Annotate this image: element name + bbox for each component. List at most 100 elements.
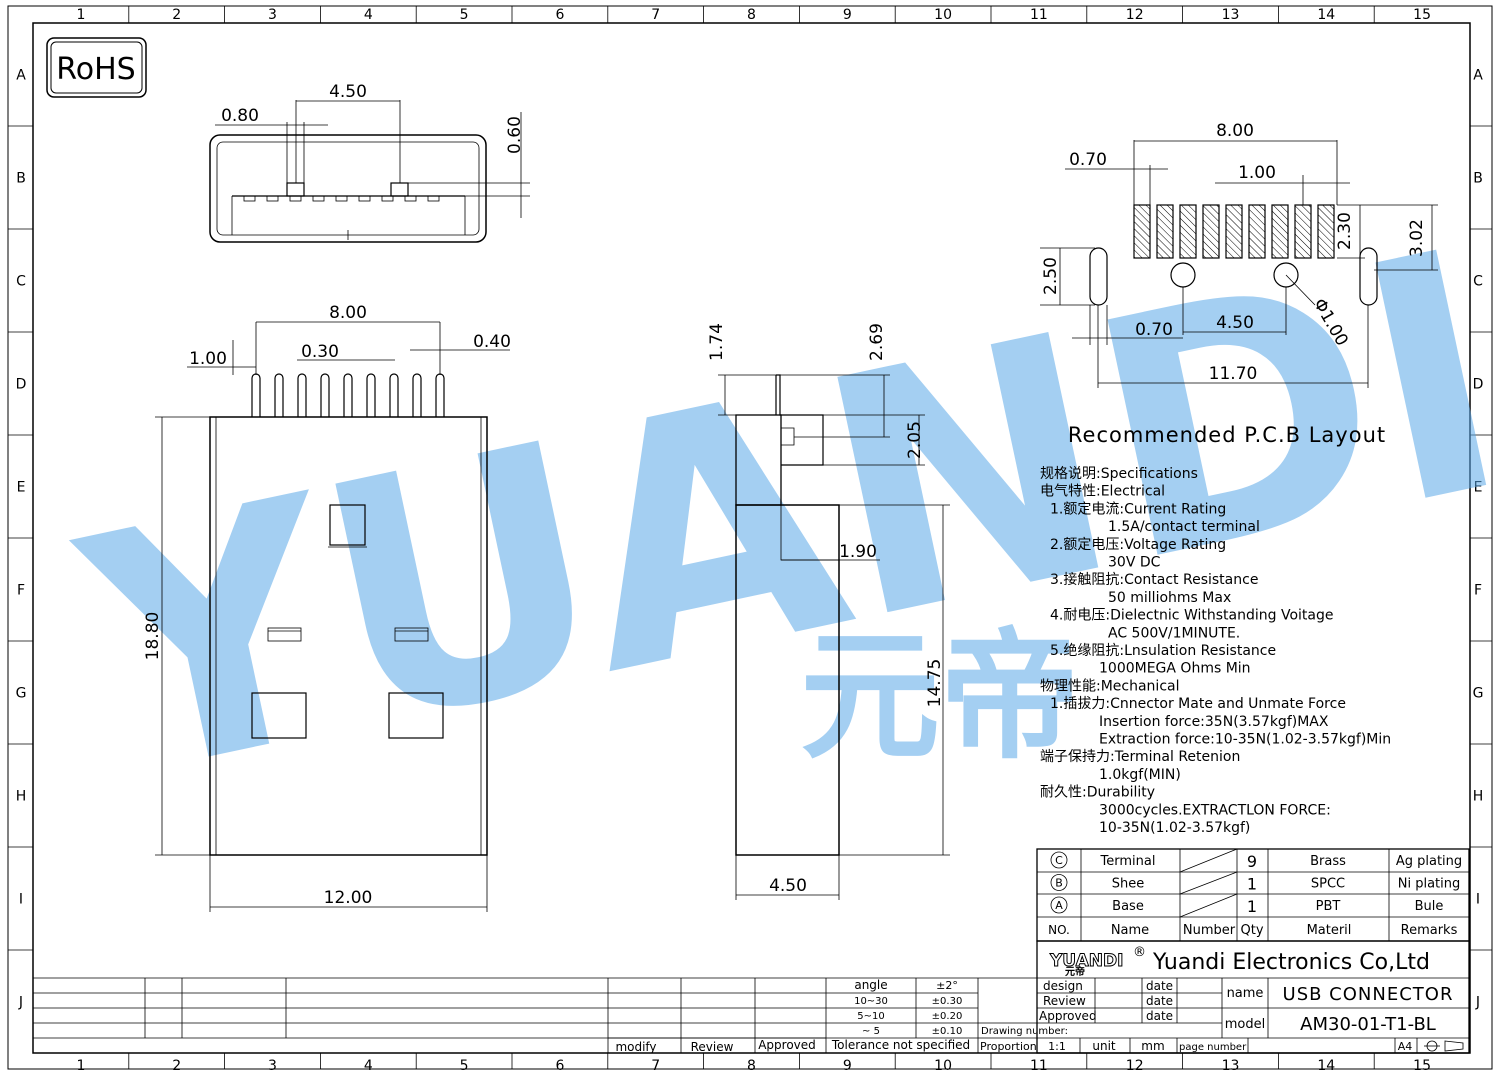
bom-mark-circle bbox=[1050, 851, 1068, 869]
specifications: 规格说明:Specifications电气特性:Electrical1.额定电流… bbox=[1040, 466, 1391, 836]
grid-col-label: 1 bbox=[76, 1058, 85, 1074]
contact-slot bbox=[358, 195, 371, 202]
grid-row-label: D bbox=[16, 377, 27, 393]
tolerance-range-3: ~ 5 bbox=[862, 1026, 880, 1037]
grid-row-label: C bbox=[16, 274, 26, 290]
bom-name: Base bbox=[1112, 899, 1144, 914]
grid-row-label: A bbox=[16, 68, 26, 84]
spec-line: 3.接触阻抗:Contact Resistance bbox=[1050, 571, 1258, 588]
rohs-label: RoHS bbox=[56, 52, 135, 87]
grid-col-label: 3 bbox=[268, 7, 277, 23]
pcb-pad bbox=[1271, 204, 1289, 259]
name-value: USB CONNECTOR bbox=[1283, 984, 1454, 1005]
dim-front-0-40: 0.40 bbox=[473, 332, 511, 352]
company-logo: YUANDI bbox=[1049, 951, 1123, 971]
bom-mark: B bbox=[1055, 877, 1063, 890]
modify-label: modify bbox=[615, 1040, 656, 1054]
grid-row-label: C bbox=[1473, 274, 1483, 290]
revision-approved-label: Approved bbox=[758, 1038, 816, 1052]
pcb-pad bbox=[1294, 204, 1312, 259]
dim-pcb-2-50: 2.50 bbox=[1041, 257, 1061, 295]
dim-top-4-50: 4.50 bbox=[329, 82, 367, 102]
spec-line: 1000MEGA Ohms Min bbox=[1099, 661, 1251, 677]
dim-front-18-80: 18.80 bbox=[143, 612, 163, 661]
dim-front-0-30: 0.30 bbox=[301, 342, 339, 362]
bom-material: PBT bbox=[1316, 899, 1341, 914]
dim-side-1-90: 1.90 bbox=[839, 542, 877, 562]
grid-row-label: H bbox=[16, 789, 27, 805]
watermark-text: YUANDI bbox=[53, 179, 1500, 852]
terminal-pin bbox=[251, 373, 261, 417]
spec-line: 1.额定电流:Current Rating bbox=[1050, 501, 1226, 517]
front-view: 8.00 1.00 0.30 0.40 18.80 12.00 bbox=[143, 303, 511, 912]
contact-slot bbox=[289, 195, 302, 202]
side-view-body bbox=[735, 504, 840, 856]
bom-qty: 1 bbox=[1247, 897, 1257, 916]
spec-line: 10-35N(1.02-3.57kgf) bbox=[1099, 820, 1250, 836]
tolerance-value-2: ±0.20 bbox=[932, 1011, 963, 1022]
spec-line: Extraction force:10-35N(1.02-3.57kgf)Min bbox=[1099, 732, 1391, 748]
grid-col-label: 6 bbox=[555, 1058, 564, 1074]
top-view: 4.50 0.80 0.60 bbox=[209, 82, 530, 243]
top-view-outline bbox=[209, 134, 487, 243]
dim-pcb-1-00: 1.00 bbox=[1238, 163, 1276, 183]
spec-line: Insertion force:35N(3.57kgf)MAX bbox=[1099, 714, 1329, 730]
proportion-label: Proportion bbox=[980, 1040, 1037, 1053]
grid-row-label: H bbox=[1473, 789, 1484, 805]
bom-header-remarks: Remarks bbox=[1401, 923, 1458, 938]
design-label: design bbox=[1043, 979, 1083, 993]
proportion-value: 1:1 bbox=[1048, 1040, 1066, 1053]
dim-pcb-0-70-top: 0.70 bbox=[1069, 150, 1107, 170]
terminal-pin bbox=[297, 373, 307, 417]
grid-row-label: D bbox=[1473, 377, 1484, 393]
spec-line: AC 500V/1MINUTE. bbox=[1108, 625, 1240, 641]
tolerance-note: Tolerance not specified bbox=[831, 1038, 970, 1052]
bom-material: SPCC bbox=[1311, 877, 1345, 892]
spec-line: 1.插拔力:Cnnector Mate and Unmate Force bbox=[1050, 696, 1346, 712]
spec-line: 端子保持力:Terminal Retenion bbox=[1040, 749, 1240, 765]
outer-frame bbox=[7, 5, 1493, 1070]
front-view-body bbox=[209, 416, 488, 856]
terminal-pin bbox=[274, 373, 284, 417]
grid-col-label: 1 bbox=[76, 7, 85, 23]
tolerance-value-1: ±0.30 bbox=[932, 996, 963, 1007]
dim-top-0-80: 0.80 bbox=[221, 106, 259, 126]
revision-block: modify Review Approved angle ±2° 10~30 ±… bbox=[33, 977, 1037, 1054]
company-name: Yuandi Electronics Co,Ltd bbox=[1152, 950, 1430, 975]
grid-col-label: 15 bbox=[1413, 7, 1431, 23]
dim-side-2-05: 2.05 bbox=[905, 421, 925, 459]
watermark-cn: 元帝 bbox=[800, 616, 1080, 779]
terminal-pin bbox=[389, 373, 399, 417]
grid-col-label: 15 bbox=[1413, 1058, 1431, 1074]
grid-col-label: 5 bbox=[460, 7, 469, 23]
bom-name: Terminal bbox=[1100, 854, 1156, 869]
dim-pcb-11-70: 11.70 bbox=[1209, 364, 1258, 384]
grid-row-label: G bbox=[16, 686, 27, 702]
pcb-pad bbox=[1179, 204, 1197, 259]
spec-line: 耐久性:Durability bbox=[1040, 785, 1155, 801]
pcb-pad bbox=[1248, 204, 1266, 259]
grid-col-label: 2 bbox=[172, 7, 181, 23]
contact-slot bbox=[312, 195, 325, 202]
dim-side-2-69: 2.69 bbox=[867, 323, 887, 361]
contact-slot bbox=[266, 195, 279, 202]
bom-mark-circle bbox=[1050, 874, 1068, 891]
bom-remarks: Ag plating bbox=[1396, 854, 1462, 869]
contact-slot bbox=[427, 195, 440, 202]
grid-row-label: B bbox=[1473, 171, 1483, 187]
bom-header-name: Name bbox=[1111, 923, 1149, 938]
bom-mark: C bbox=[1055, 854, 1063, 867]
pcb-layout-title: Recommended P.C.B Layout bbox=[1068, 423, 1386, 447]
grid-row-label: F bbox=[17, 583, 25, 599]
spec-line: 50 milliohms Max bbox=[1108, 590, 1231, 606]
bom-header-number: Number bbox=[1183, 923, 1236, 938]
projection-icon bbox=[1424, 1040, 1464, 1052]
terminal-pin bbox=[412, 373, 422, 417]
grid-col-label: 12 bbox=[1126, 7, 1144, 23]
date-label-1: date bbox=[1146, 979, 1173, 993]
revision-review-label: Review bbox=[691, 1040, 734, 1054]
title-block: YUANDI ® 元帝 Yuandi Electronics Co,Ltd de… bbox=[977, 940, 1470, 1054]
page-number-label: page number bbox=[1179, 1042, 1247, 1053]
bom-name: Shee bbox=[1112, 877, 1145, 892]
grid-row-label: J bbox=[18, 995, 23, 1011]
